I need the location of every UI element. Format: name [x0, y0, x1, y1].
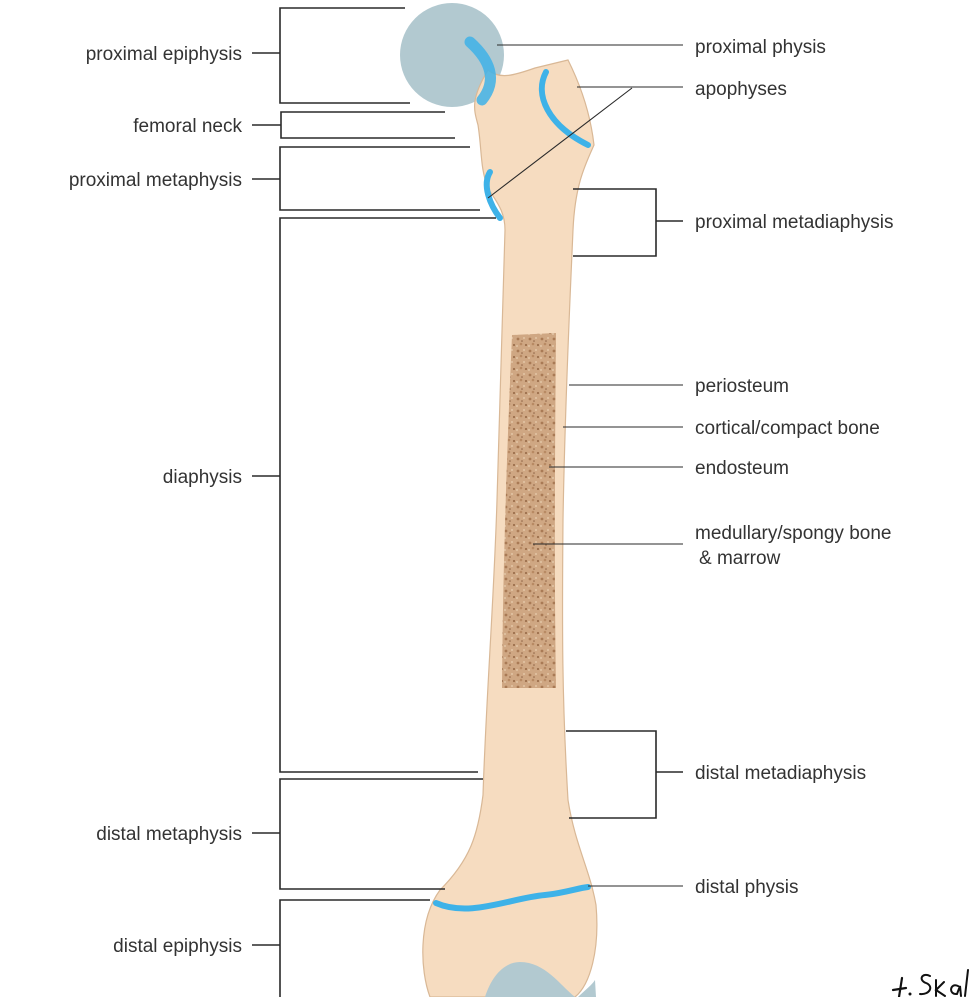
- label-medullary-line1: medullary/spongy bone: [695, 523, 891, 544]
- bracket-distal-metadiaphysis: [566, 731, 683, 818]
- label-apophyses: apophyses: [695, 79, 787, 100]
- bracket-distal-metaphysis: [252, 779, 483, 889]
- label-medullary-line2: & marrow: [699, 548, 781, 569]
- medullary-cavity: [502, 333, 556, 688]
- bracket-femoral-neck: [252, 112, 455, 138]
- artist-signature: [893, 970, 968, 997]
- label-distal-epiphysis: distal epiphysis: [113, 936, 242, 957]
- label-distal-physis: distal physis: [695, 877, 799, 898]
- bracket-distal-epiphysis: [252, 900, 430, 997]
- label-proximal-metadiaphysis: proximal metadiaphysis: [695, 212, 894, 233]
- label-proximal-epiphysis: proximal epiphysis: [86, 44, 242, 65]
- label-periosteum: periosteum: [695, 376, 789, 397]
- bracket-proximal-epiphysis: [252, 8, 410, 103]
- label-distal-metaphysis: distal metaphysis: [96, 824, 242, 845]
- label-femoral-neck: femoral neck: [133, 116, 242, 137]
- bracket-diaphysis: [252, 218, 496, 772]
- bracket-proximal-metadiaphysis: [573, 189, 683, 256]
- femur-bone: [400, 3, 597, 997]
- label-diaphysis: diaphysis: [163, 467, 242, 488]
- label-cortical-bone: cortical/compact bone: [695, 418, 880, 439]
- label-proximal-physis: proximal physis: [695, 37, 826, 58]
- bracket-proximal-metaphysis: [252, 147, 480, 210]
- label-proximal-metaphysis: proximal metaphysis: [69, 170, 242, 191]
- left-brackets: [252, 8, 496, 997]
- label-endosteum: endosteum: [695, 458, 789, 479]
- label-distal-metadiaphysis: distal metadiaphysis: [695, 763, 866, 784]
